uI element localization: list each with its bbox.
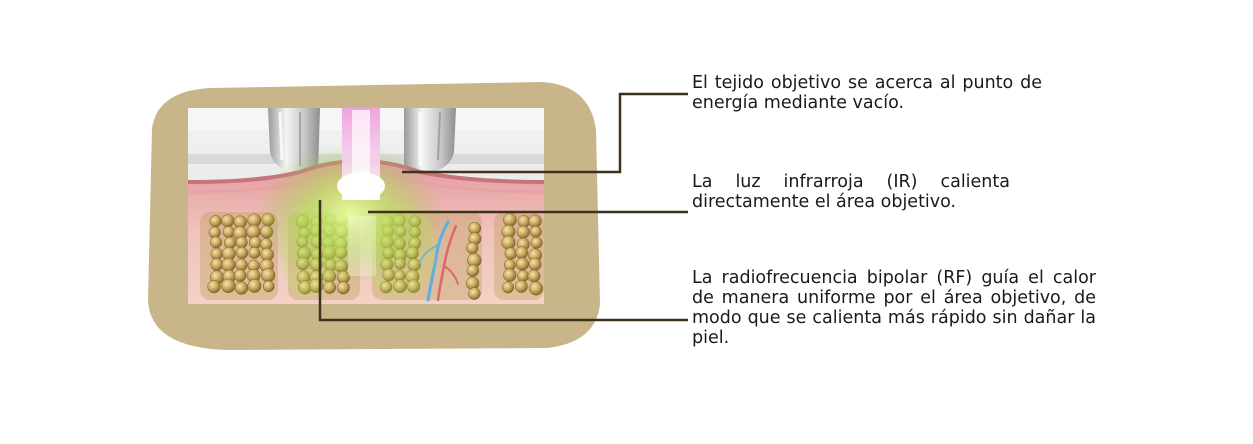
fat-cell bbox=[466, 242, 479, 255]
infrared-light-beam bbox=[337, 108, 385, 276]
callout-vacuum: El tejido objetivo se acerca al punto de… bbox=[692, 73, 1042, 113]
fat-cell bbox=[247, 278, 262, 293]
vacuum-applicator-icon bbox=[268, 108, 456, 172]
fat-cell bbox=[527, 269, 541, 283]
fat-cell bbox=[209, 215, 222, 228]
fat-cell bbox=[221, 257, 236, 272]
fat-cell bbox=[528, 214, 542, 228]
fat-cell bbox=[528, 257, 542, 271]
cross-section-illustration bbox=[188, 108, 544, 304]
fat-cell bbox=[210, 258, 224, 271]
fat-cell bbox=[221, 214, 235, 228]
fat-cell bbox=[517, 214, 531, 228]
leader-lines bbox=[318, 92, 688, 322]
fat-cell bbox=[209, 236, 223, 249]
leader-line-vacuum bbox=[402, 92, 688, 174]
fat-cell bbox=[261, 268, 276, 283]
fat-cell bbox=[210, 247, 223, 261]
fat-cell bbox=[222, 225, 235, 239]
fat-cell bbox=[529, 225, 542, 238]
fat-cell bbox=[515, 257, 529, 271]
blood-vessel-icon bbox=[419, 220, 459, 302]
fat-cell bbox=[262, 280, 275, 293]
fat-cell bbox=[248, 246, 261, 259]
fat-cell bbox=[221, 278, 236, 294]
fat-cell bbox=[207, 279, 221, 294]
fat-cell bbox=[517, 270, 529, 282]
callout-radiofrequency: La radiofrecuencia bipolar (RF) guía el … bbox=[692, 268, 1096, 348]
fat-cell bbox=[504, 247, 517, 260]
fat-cell bbox=[515, 246, 529, 260]
fat-cell bbox=[234, 281, 249, 295]
leader-line-radiofrequency bbox=[318, 200, 688, 322]
fat-cell bbox=[528, 281, 544, 296]
fat-cell bbox=[502, 213, 517, 227]
fat-cell bbox=[233, 269, 247, 282]
fat-cell bbox=[235, 258, 248, 272]
fat-cell bbox=[501, 235, 516, 250]
rf-heat-glow bbox=[258, 144, 442, 284]
fat-cell bbox=[530, 236, 543, 249]
fat-cell bbox=[393, 279, 407, 294]
fat-cell bbox=[502, 281, 514, 294]
callout-infrared: La luz infrarroja (IR) calienta directam… bbox=[692, 172, 1010, 212]
fat-cell bbox=[406, 279, 421, 293]
fat-cell bbox=[503, 268, 517, 282]
fat-cell bbox=[248, 236, 262, 249]
fat-cell bbox=[514, 279, 528, 293]
fat-cell bbox=[468, 287, 481, 300]
fat-cell bbox=[235, 246, 249, 260]
fat-cell bbox=[516, 225, 530, 239]
fat-cell bbox=[466, 264, 480, 277]
fat-cell bbox=[235, 236, 248, 249]
fat-cell bbox=[379, 280, 393, 294]
